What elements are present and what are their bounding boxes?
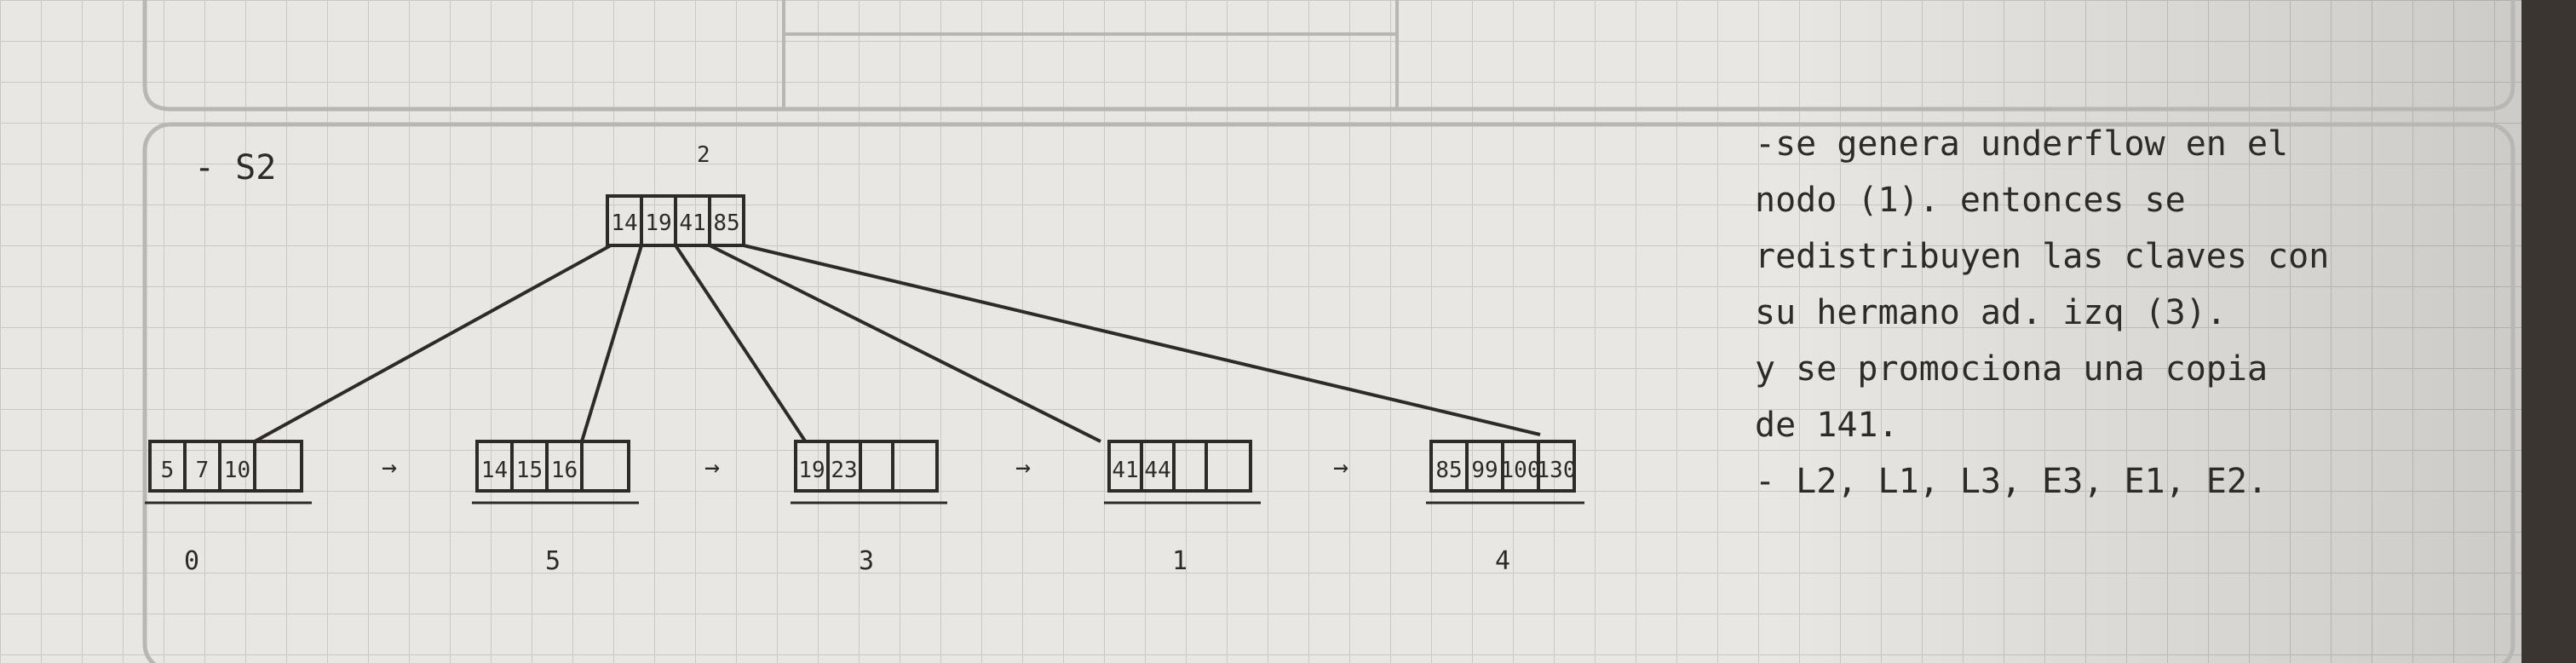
leaf-key: 15 <box>516 458 543 483</box>
exercise-frame <box>142 122 2516 663</box>
note-line: de 141. <box>1755 406 1899 445</box>
sibling-pointer-arrow: → <box>1333 453 1348 482</box>
leaf-key: 41 <box>1112 458 1138 483</box>
root-key: 14 <box>611 210 637 236</box>
note-line: -se genera underflow en el <box>1755 124 2288 164</box>
root-key: 41 <box>679 210 705 236</box>
note-line: su hermano ad. izq (3). <box>1755 293 2227 332</box>
child-pointer <box>580 245 643 442</box>
leaf-node-id: 1 <box>1172 546 1187 576</box>
leaf-node-box <box>148 440 303 493</box>
leaf-key: 10 <box>224 458 250 483</box>
root-node-id: 2 <box>697 142 710 168</box>
note-line: - L2, L1, L3, E3, E1, E2. <box>1755 462 2268 501</box>
leaf-node-box <box>1107 440 1252 493</box>
root-key: 19 <box>645 210 671 236</box>
leaf-key: 85 <box>1435 458 1462 483</box>
leaf-key: 100 <box>1501 458 1541 483</box>
explanation-notes: -se genera underflow en el nodo (1). ento… <box>1755 124 2329 501</box>
tree-edges <box>254 244 1541 443</box>
upper-frame <box>142 0 2516 112</box>
note-line: nodo (1). entonces se <box>1755 181 2186 220</box>
leaf-key: 99 <box>1471 458 1498 483</box>
leaf-node: 14 15 16 5 → <box>472 440 720 576</box>
child-pointer <box>674 244 808 443</box>
leaf-node-box <box>475 440 630 493</box>
child-pointer <box>254 244 612 443</box>
leaf-key: 19 <box>798 458 825 483</box>
sibling-pointer-arrow: → <box>382 453 397 482</box>
sibling-pointer-arrow: → <box>1015 453 1031 482</box>
sibling-pointer-arrow: → <box>704 453 720 482</box>
leaf-node-id: 4 <box>1495 546 1510 576</box>
child-pointer <box>743 244 1541 436</box>
leaf-node-id: 5 <box>545 546 561 576</box>
note-line: redistribuyen las claves con <box>1755 237 2329 276</box>
leaf-key: 44 <box>1144 458 1170 483</box>
leaf-node-box <box>794 440 939 493</box>
child-pointer <box>709 244 1101 443</box>
leaf-key: 5 <box>161 458 175 483</box>
leaf-key: 130 <box>1537 458 1577 483</box>
exercise-title: - S2 <box>194 148 276 187</box>
root-key: 85 <box>713 210 739 236</box>
leaf-node-id: 3 <box>859 546 874 576</box>
leaf-key: 7 <box>196 458 210 483</box>
note-line: y se promociona una copia <box>1755 349 2268 389</box>
leaf-key: 16 <box>551 458 578 483</box>
leaf-key: 23 <box>831 458 857 483</box>
leaf-key: 14 <box>481 458 508 483</box>
leaf-node-id: 0 <box>184 546 199 576</box>
